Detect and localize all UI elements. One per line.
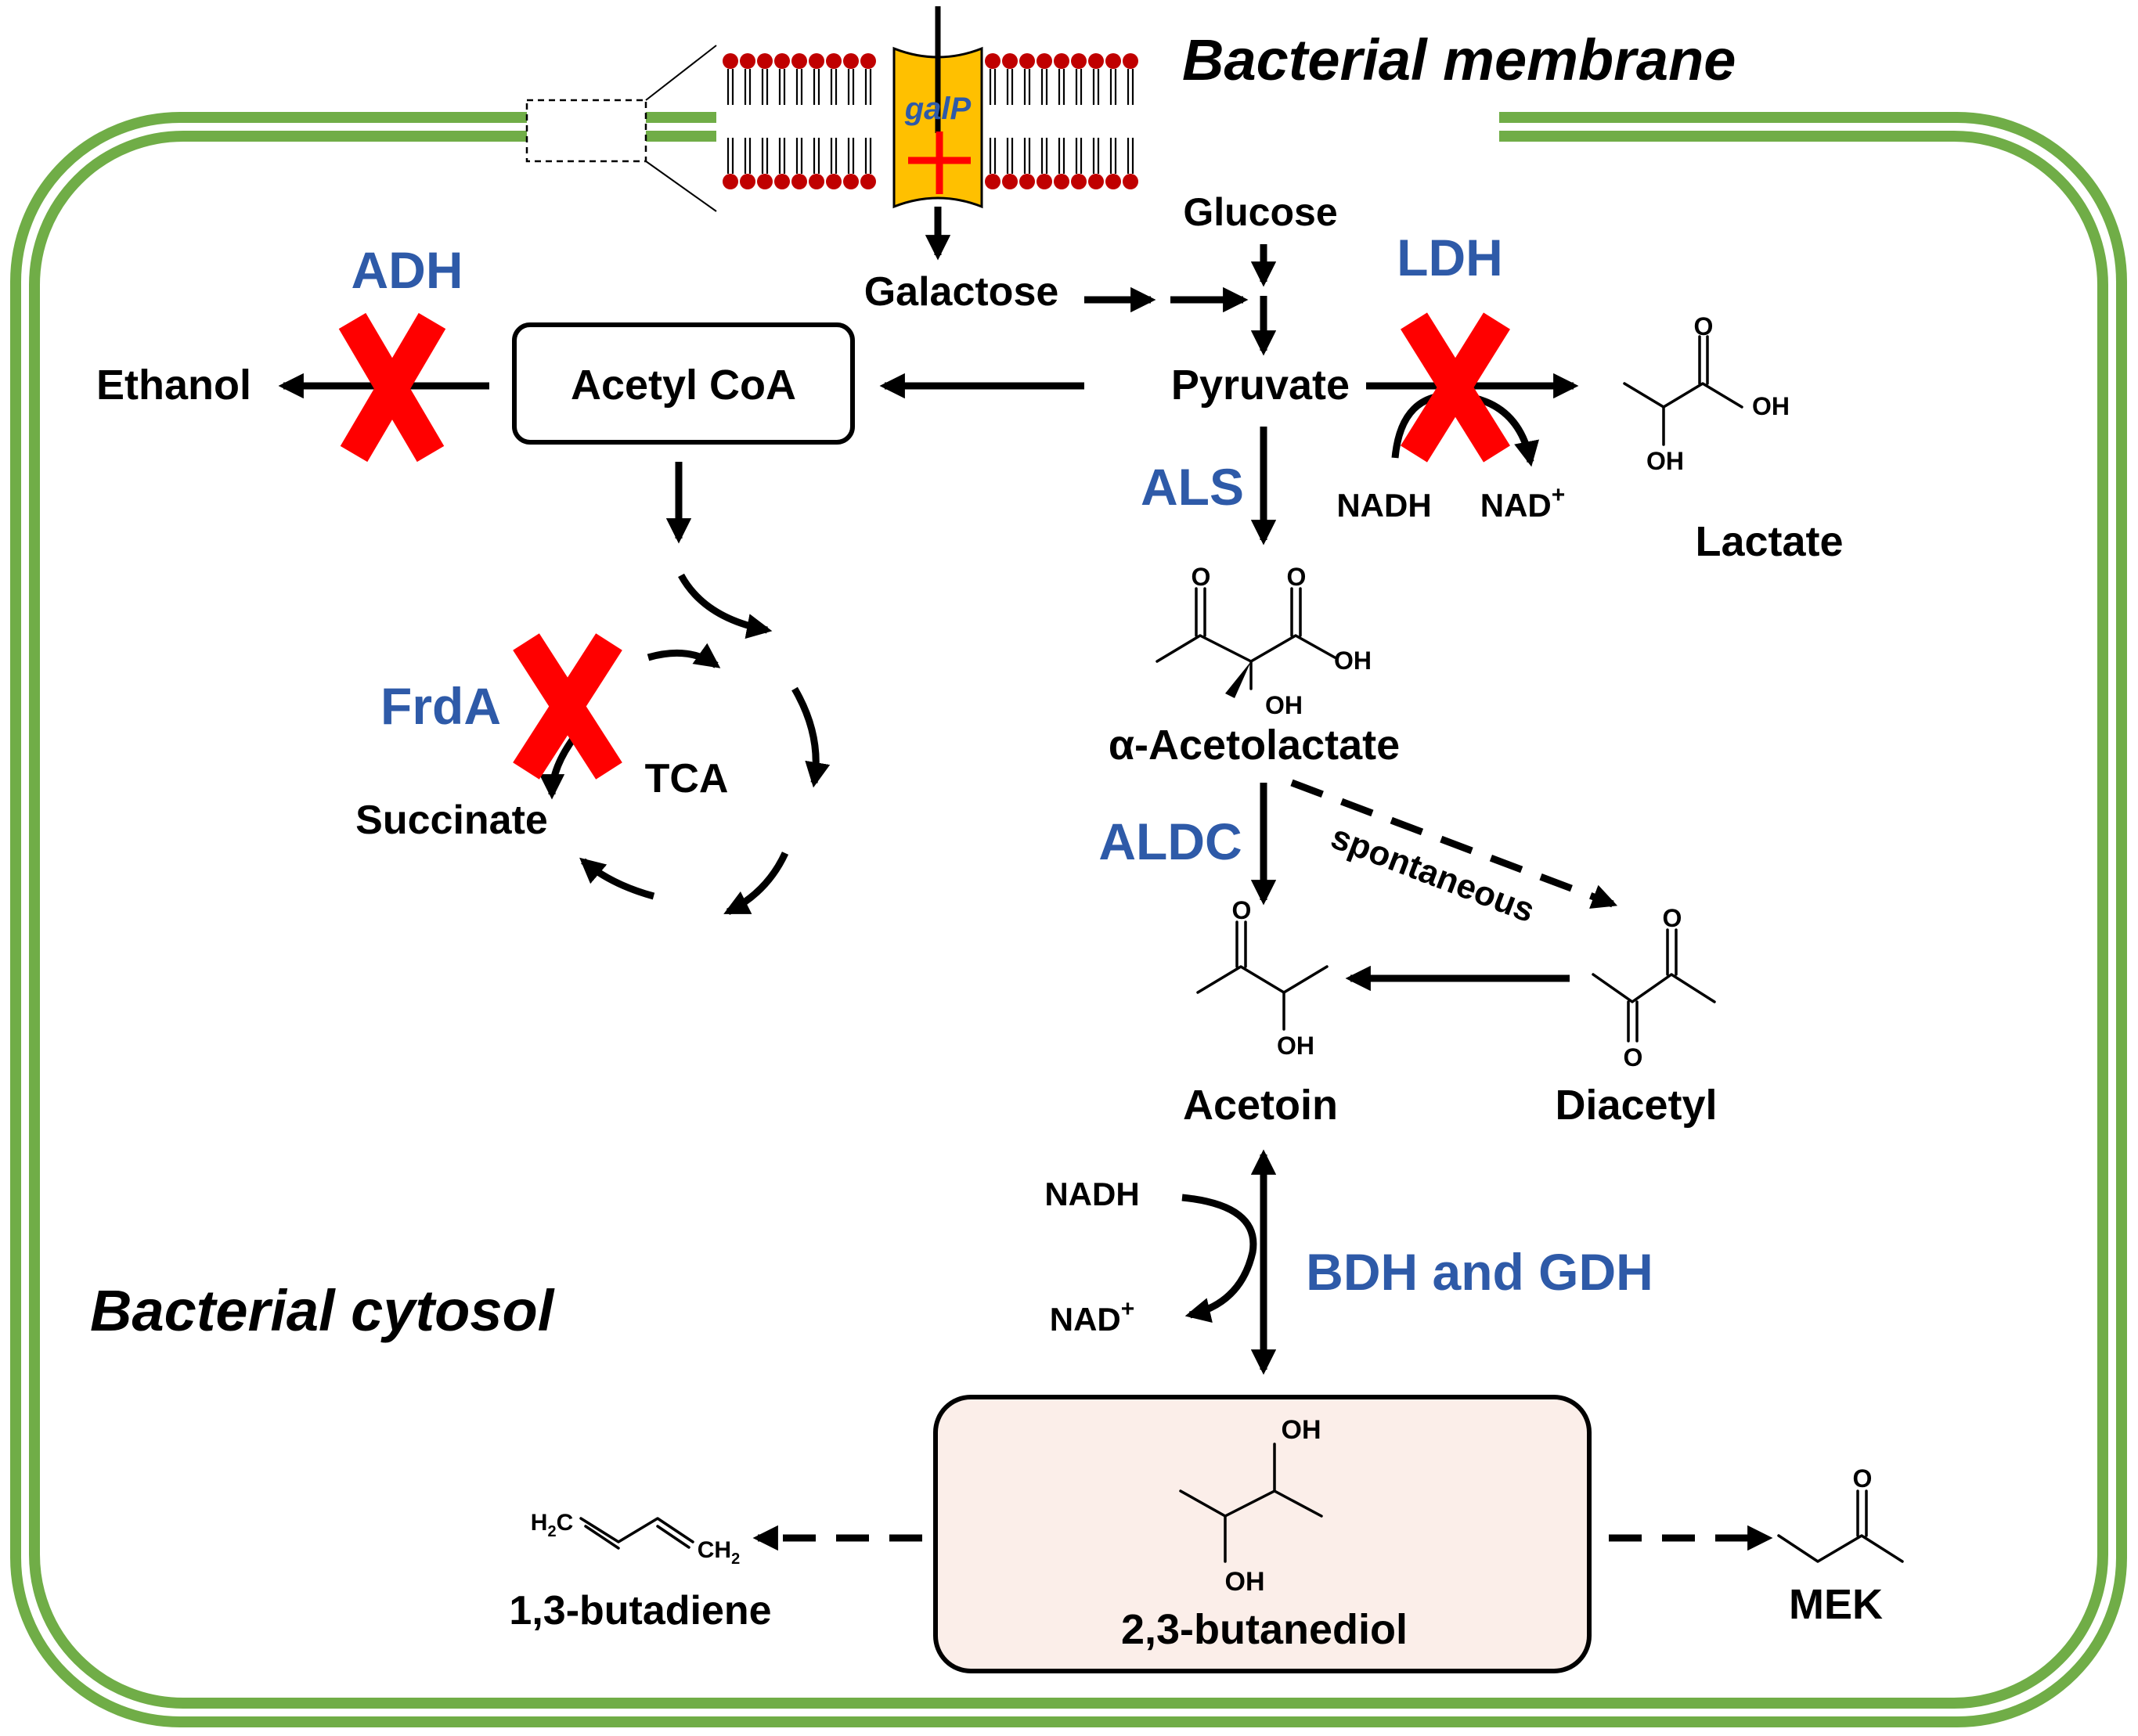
butadiene-structure: H2C CH2 [531,1510,740,1568]
acetolactate-label: α-Acetolactate [1109,722,1400,769]
acetolactate-o-acid: O [1287,563,1307,591]
tca-arrow-2 [647,643,721,668]
lipid-top [1018,52,1037,106]
tca-arrow-5 [579,857,655,900]
ldh-knockout-x [1401,312,1510,463]
acetyl-coa-box [512,322,855,445]
arrow-bdh-cofactor [1181,1194,1257,1323]
frda-knockout-x [513,633,622,780]
tca-arrow-1 [678,573,773,639]
adh-knockout-x [338,312,446,463]
lipid-top [721,52,740,106]
lactate-structure: O OH OH [1623,312,1790,475]
lipid-top [824,52,843,106]
tca-label: TCA [645,756,729,801]
als-label: ALS [1141,458,1244,516]
butanediol-box [933,1395,1592,1673]
ldh-nadh-label: NADH [1336,487,1431,524]
lipid-top [1121,52,1140,106]
lipid-top [1035,52,1054,106]
lipid-top [1069,52,1088,106]
lipid-top [1104,52,1123,106]
glucose-label: Glucose [1183,190,1337,234]
lipid-top [1087,52,1105,106]
lipid-top [1000,52,1019,106]
lipid-top [773,52,791,106]
lipid-top [755,52,774,106]
cytosol-label: Bacterial cytosol [90,1278,555,1343]
acetolactate-oh: OH [1265,691,1303,719]
tca-arrow-6 [539,733,579,800]
galactose-label: Galactose [864,269,1059,315]
lipid-top [983,52,1002,106]
butanediol-label: 2,3-butanediol [1121,1606,1408,1653]
frda-label: FrdA [380,677,501,735]
galp-label: galP [904,92,972,126]
acetoin-oh: OH [1277,1032,1314,1060]
membrane-label: Bacterial membrane [1182,27,1736,92]
acetolactate-oh-acid: OH [1334,646,1372,675]
diacetyl-structure: O O [1592,904,1716,1071]
acetoin-structure: O OH [1196,896,1329,1060]
diacetyl-o-top: O [1663,904,1682,932]
acetolactate-o-ketone: O [1192,563,1211,591]
lactate-oh: OH [1646,447,1684,475]
metabolite-labels: Glucose Galactose Pyruvate Acetyl CoA Et… [96,190,1883,1653]
lipid-top [1052,52,1071,106]
lactate-label: Lactate [1695,518,1843,565]
lipid-top [842,52,860,106]
bdh-nad-label: NAD+ [1050,1296,1135,1338]
butanediol-structure: OH OH [1179,1415,1323,1597]
membrane-zoom-inset [525,45,1499,212]
ldh-label: LDH [1397,229,1503,286]
mek-o: O [1853,1464,1873,1493]
ethanol-label: Ethanol [96,362,251,409]
lipid-top [859,52,878,106]
butadiene-label: 1,3-butadiene [509,1588,771,1633]
diacetyl-o-bottom: O [1624,1043,1643,1071]
lactate-o: O [1694,312,1714,340]
diacetyl-label: Diacetyl [1555,1082,1717,1129]
mek-label: MEK [1789,1581,1883,1628]
acetoin-label: Acetoin [1183,1082,1338,1129]
pyruvate-label: Pyruvate [1171,362,1350,409]
bdh-gdh-label: BDH and GDH [1306,1243,1653,1301]
acetoin-o: O [1232,896,1252,924]
arrow-spontaneous [1290,779,1618,909]
spontaneous-label: spontaneous [1326,818,1540,931]
tca-cycle [539,573,831,916]
enzyme-labels: ADH LDH ALS ALDC FrdA BDH and GDH [352,229,1653,1301]
lipid-top [738,52,757,106]
acetyl-coa-label: Acetyl CoA [571,362,796,409]
lipid-top [807,52,826,106]
butadiene-ch2: CH2 [698,1537,740,1568]
acetolactate-structure: O O OH OH [1156,563,1372,719]
cofactor-labels: NADH NAD+ NADH NAD+ [1044,482,1565,1338]
tca-arrow-4 [723,852,789,916]
butanediol-oh-bottom: OH [1225,1567,1265,1597]
bdh-nadh-label: NADH [1044,1176,1139,1212]
aldc-label: ALDC [1098,812,1242,870]
tca-arrow-3 [791,686,831,788]
galp-transporter: galP [892,6,983,209]
knockout-marks [338,312,1510,780]
lipid-top [790,52,809,106]
butanediol-oh-top: OH [1282,1415,1321,1445]
succinate-label: Succinate [355,798,548,843]
butadiene-h2c: H2C [531,1510,573,1540]
adh-label: ADH [352,241,463,299]
mek-structure: O [1777,1464,1904,1563]
lactate-oh-acid: OH [1752,392,1790,420]
ldh-nad-label: NAD+ [1480,482,1566,524]
